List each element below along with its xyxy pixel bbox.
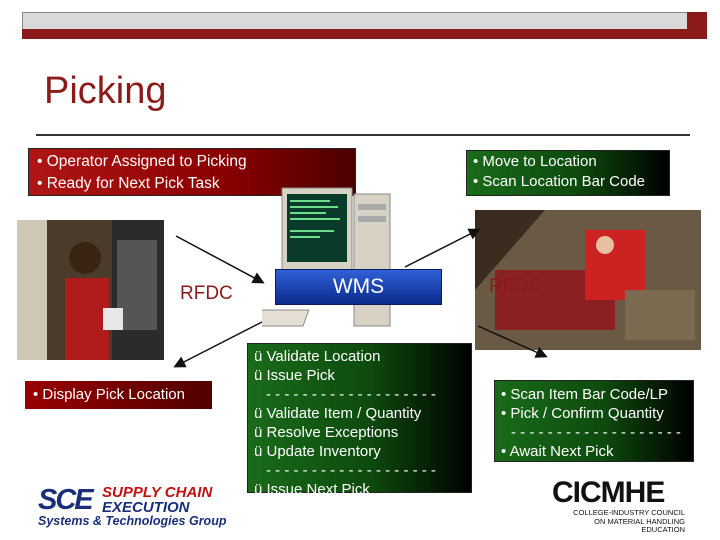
cicmhe-line1: COLLEGE-INDUSTRY COUNCIL <box>573 508 685 517</box>
scan-divider: - - - - - - - - - - - - - - - - - - - <box>511 424 681 441</box>
move-line-1: • Move to Location <box>473 153 597 170</box>
header-accent <box>22 29 707 39</box>
scan-line-2: • Pick / Confirm Quantity <box>501 405 664 422</box>
cicmhe-line2: ON MATERIAL HANDLING EDUCATION <box>594 516 685 534</box>
wms-divider-2: - - - - - - - - - - - - - - - - - - - <box>266 462 436 479</box>
page-title: Picking <box>44 70 167 112</box>
scan-line-3: • Await Next Pick <box>501 443 614 460</box>
wms-item-5: ü Update Inventory <box>254 443 381 460</box>
wms-actions-box: ü Validate Location ü Issue Pick - - - -… <box>247 343 472 498</box>
display-box: • Display Pick Location <box>25 381 212 409</box>
move-box: • Move to Location • Scan Location Bar C… <box>466 150 670 196</box>
scan-line-1: • Scan Item Bar Code/LP <box>501 386 668 403</box>
cicmhe-logo-text: COLLEGE-INDUSTRY COUNCIL ON MATERIAL HAN… <box>553 508 685 535</box>
sce-logo-mark: SCE <box>38 484 94 516</box>
wms-banner: WMS <box>275 269 442 305</box>
forklift-photo-art <box>475 210 701 350</box>
wms-item-2: ü Issue Pick <box>254 367 335 384</box>
display-line: • Display Pick Location <box>33 386 185 403</box>
operator-line-2: • Ready for Next Pick Task <box>37 175 220 192</box>
wms-item-4: ü Resolve Exceptions <box>254 424 399 441</box>
cicmhe-logo-mark: CICMHE <box>552 476 665 509</box>
arrow-wms-to-rfdc <box>173 321 263 368</box>
wms-divider-1: - - - - - - - - - - - - - - - - - - - <box>266 386 436 403</box>
header-square <box>687 12 707 29</box>
operator-photo-art <box>17 220 164 360</box>
sce-logo-line3: Systems & Technologies Group <box>38 514 227 528</box>
operator-line-1: • Operator Assigned to Picking <box>37 153 247 170</box>
rfdc-right-label: RFDC <box>489 276 542 297</box>
arrow-right-down <box>477 325 548 358</box>
arrow-wms-to-right <box>404 228 481 268</box>
move-line-2: • Scan Location Bar Code <box>473 173 646 190</box>
scan-box: • Scan Item Bar Code/LP • Pick / Confirm… <box>494 380 694 462</box>
operator-photo <box>17 220 164 360</box>
wms-item-6: ü Issue Next Pick <box>254 481 370 498</box>
title-rule <box>36 134 690 136</box>
arrow-rfdc-to-wms <box>175 235 265 284</box>
forklift-photo <box>475 210 701 350</box>
wms-item-3: ü Validate Item / Quantity <box>254 405 422 422</box>
rfdc-left-label: RFDC <box>180 283 233 304</box>
sce-logo-line1: SUPPLY CHAIN <box>102 484 213 501</box>
sce-logo-line2: EXECUTION <box>102 499 190 516</box>
wms-item-1: ü Validate Location <box>254 348 381 365</box>
